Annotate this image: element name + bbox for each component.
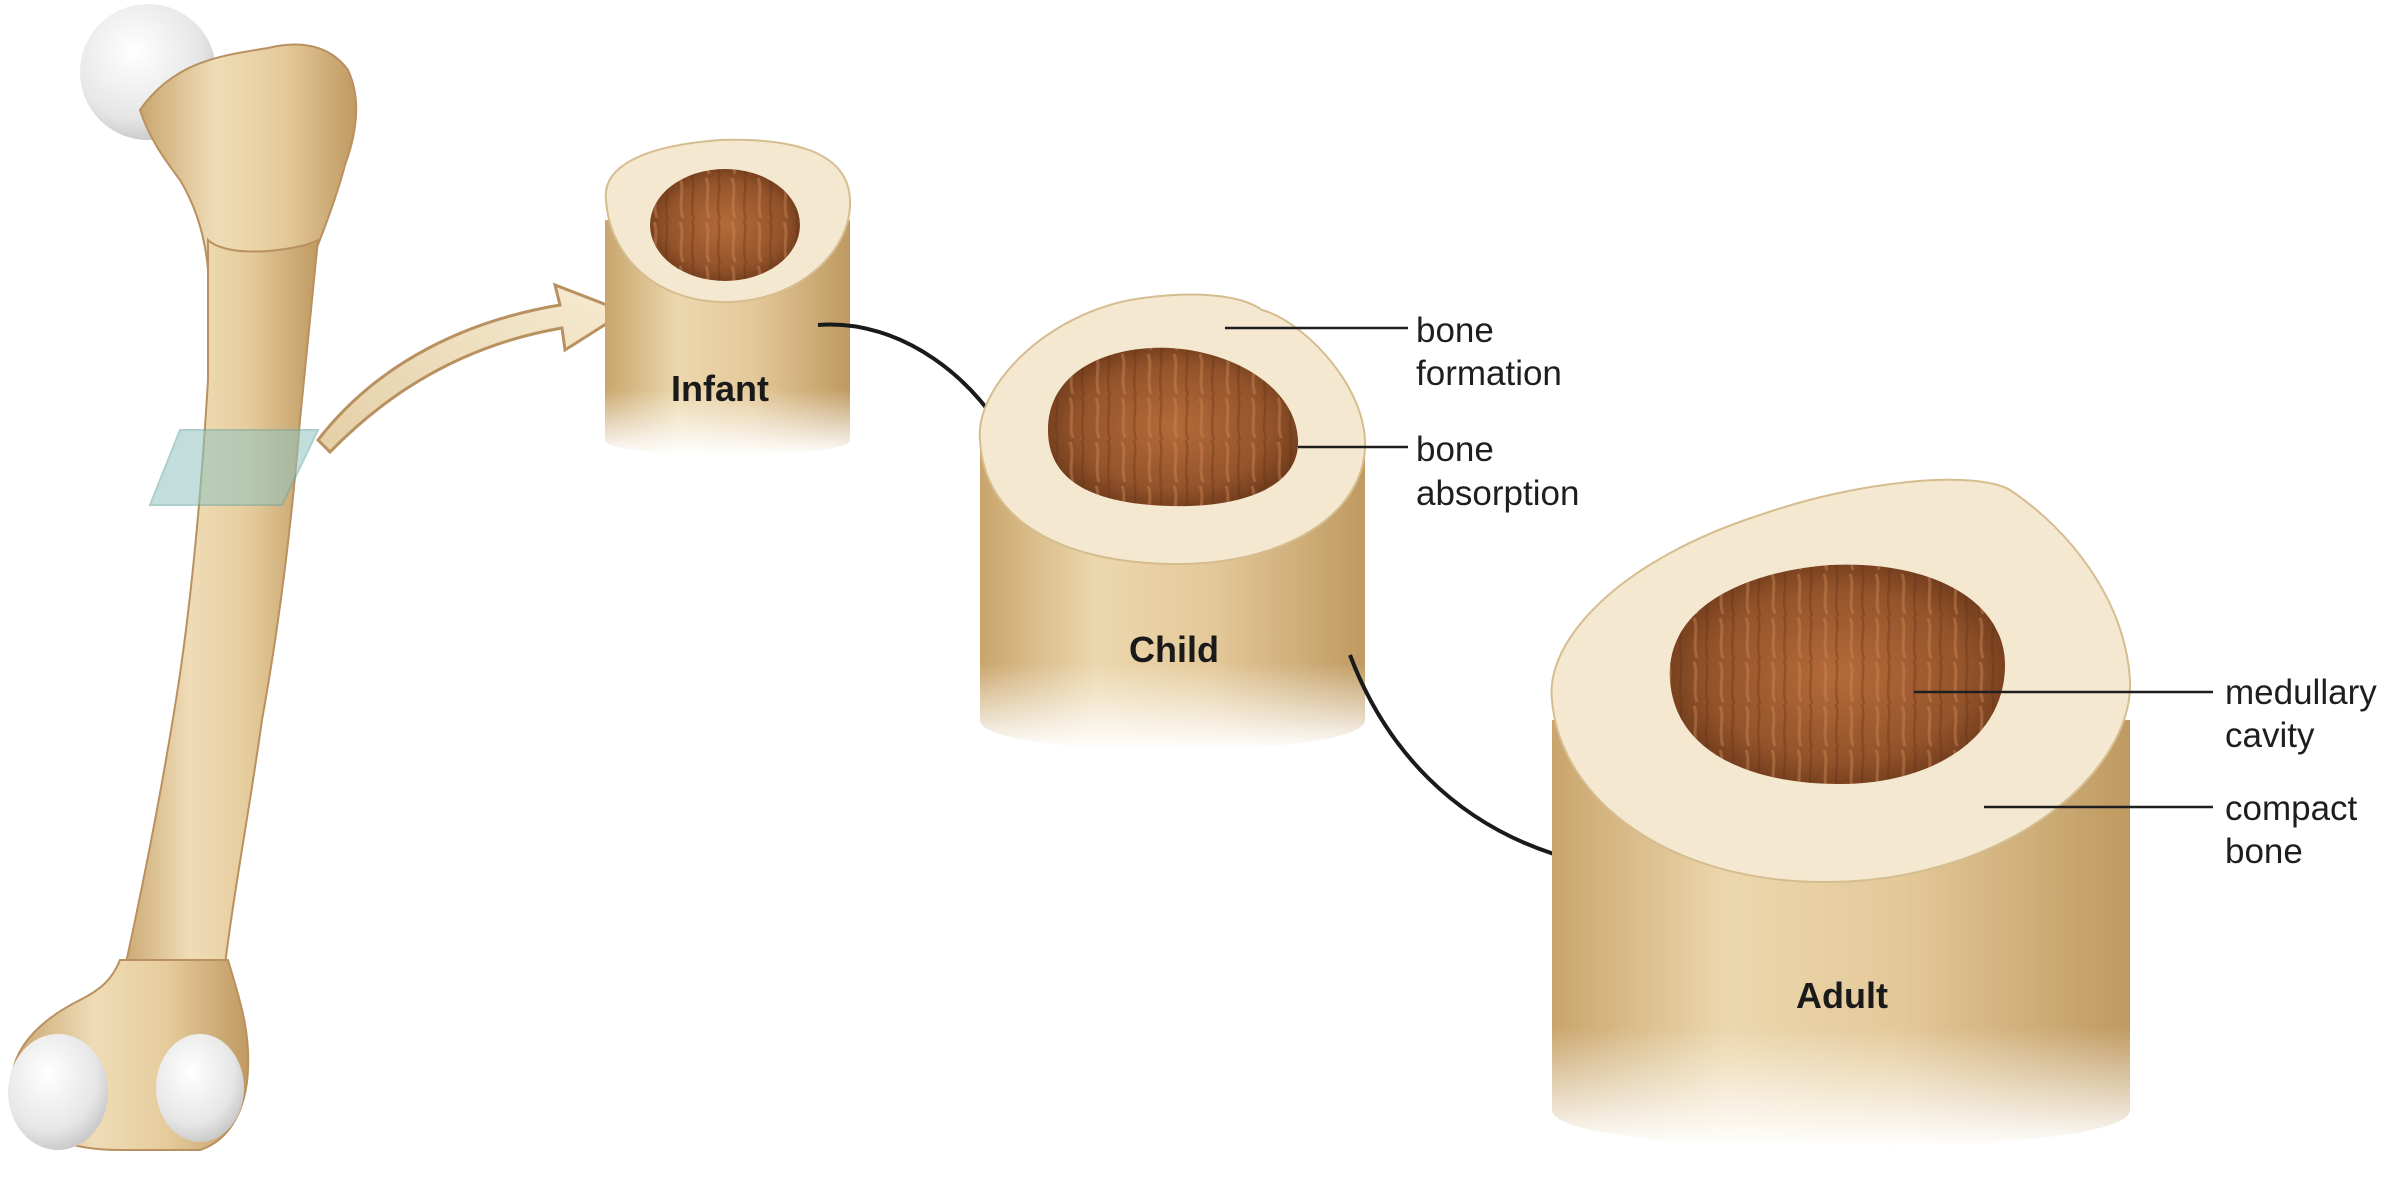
femur (8, 4, 358, 1151)
medial-condyle (156, 1034, 244, 1142)
compact-bone-line-1: compact (2225, 789, 2358, 828)
bone-absorption-line-2: absorption (1416, 474, 1579, 513)
femur-shaft (118, 237, 320, 991)
label-compact-bone: compact bone (1984, 789, 2358, 871)
infant-cross-section: Infant (604, 138, 852, 455)
bone-formation-line-2: formation (1416, 354, 1562, 393)
infant-label: Infant (671, 368, 769, 409)
bone-absorption-line-1: bone (1416, 430, 1494, 469)
child-label: Child (1129, 629, 1219, 670)
lateral-condyle (8, 1034, 108, 1150)
bone-formation-line-1: bone (1416, 311, 1494, 350)
child-cross-section: Child (978, 293, 1367, 750)
hollow-arrow (316, 282, 629, 455)
compact-bone-line-2: bone (2225, 832, 2303, 871)
label-bone-absorption: bone absorption (1298, 430, 1579, 513)
medullary-cavity-line-2: cavity (2225, 716, 2315, 755)
adult-label: Adult (1796, 975, 1888, 1016)
medullary-cavity-line-1: medullary (2225, 673, 2377, 712)
section-plane (148, 429, 320, 506)
label-bone-formation: bone formation (1225, 311, 1562, 393)
label-medullary-cavity: medullary cavity (1914, 673, 2377, 755)
adult-cross-section: Adult (1550, 478, 2132, 1148)
arrow-child-to-adult (1348, 654, 1587, 870)
femoral-neck (138, 43, 358, 272)
